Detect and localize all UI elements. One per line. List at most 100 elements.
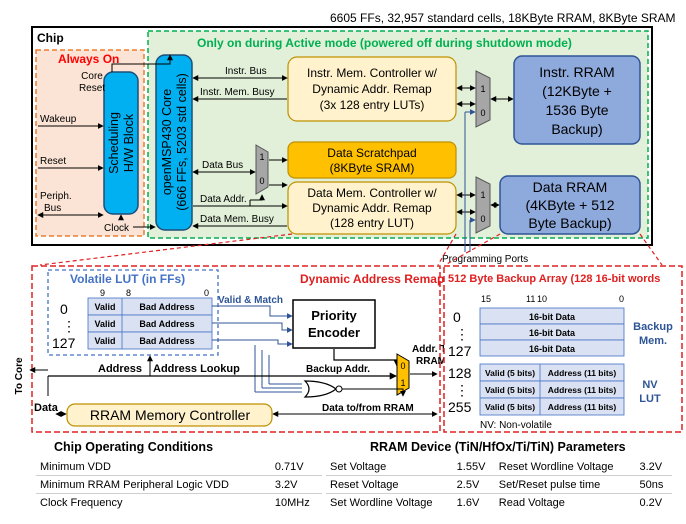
remap-title: Dynamic Address Remapping	[300, 272, 470, 286]
lut-valid-1: Valid	[94, 319, 115, 329]
param-name: Set Voltage	[326, 458, 453, 476]
lut-bad-address-2: Bad Address	[139, 336, 194, 346]
nv-address-1: Address (11 bits)	[548, 385, 617, 395]
nv-valid-0: Valid (5 bits)	[485, 368, 535, 378]
data-rram-line-3: Byte Backup)	[528, 215, 611, 231]
reset-label: Reset	[40, 156, 66, 167]
lut-bit-9: 9	[100, 288, 105, 298]
data-mux-input-1: 1	[259, 152, 264, 162]
backup-data-2: 16-bit Data	[529, 344, 576, 354]
param-name: Reset Wordline Voltage	[494, 458, 636, 476]
openmsp430-core	[155, 54, 193, 231]
param-value: 1.55V	[452, 458, 495, 476]
scheduling-block-label-1: Scheduling	[107, 112, 121, 174]
param-name: Set Wordline Voltage	[330, 496, 433, 509]
param-value: 0.71V	[270, 458, 322, 476]
param-name: Minimum RRAM Peripheral Logic VDD	[36, 475, 271, 494]
instr-mem-busy-label: Instr. Mem. Busy	[200, 87, 274, 98]
data-mux-input-1b: 1	[480, 190, 485, 200]
nv-valid-2: Valid (5 bits)	[485, 402, 535, 412]
lut-row-ellipsis: ⋮	[62, 318, 76, 334]
lut-valid-2: Valid	[94, 336, 115, 346]
nv-row-128: 128	[448, 365, 472, 381]
chip-conditions-title: Chip Operating Conditions	[54, 440, 214, 454]
remap-output-mux	[396, 353, 410, 396]
instr-ctrl-line-3: (3x 128 entry LUTs)	[320, 98, 425, 112]
table-row: Reset Voltage 2.5V Set/Reset pulse time …	[326, 475, 672, 494]
rram-params-title: RRAM Device (TiN/HfOx/Ti/TiN) Parameters	[370, 440, 626, 454]
backup-row-127: 127	[448, 343, 472, 359]
nv-valid-1: Valid (5 bits)	[485, 385, 535, 395]
chip-conditions-table: Minimum VDD 0.71V Minimum RRAM Periphera…	[36, 458, 322, 511]
remap-mux-input-0: 0	[400, 361, 405, 371]
data-mem-busy-label: Data Mem. Busy	[200, 214, 274, 225]
programming-ports-label: Programming Ports	[442, 254, 528, 265]
addr-to-rram-label-1: Addr. To	[412, 344, 452, 355]
data-rram-line-2: (4KByte + 512	[525, 197, 614, 213]
table-row: Minimum RRAM Peripheral Logic VDD 3.2V	[36, 475, 322, 494]
param-name: Set/Reset pulse time	[494, 475, 636, 494]
core-label-2: (666 FFs, 5203 std cells)	[175, 73, 189, 211]
priority-encoder-line-2: Encoder	[308, 325, 360, 340]
param-value: 3.2V	[270, 475, 322, 494]
chip-label: Chip	[37, 31, 64, 45]
wakeup-label: Wakeup	[40, 114, 77, 125]
volatile-lut	[47, 269, 219, 356]
backup-bit-15: 15	[481, 294, 491, 304]
nv-lut-label-1: NV	[642, 379, 658, 391]
scratchpad-line-1: Data Scratchpad	[327, 146, 416, 160]
lut-row-0: 0	[60, 301, 68, 317]
rram-ctrl-label: RRAM Memory Controller	[90, 407, 251, 423]
param-value: 2.5V	[452, 475, 495, 494]
nor-gate	[303, 380, 337, 398]
addr-to-rram-label-2: RRAM	[416, 356, 446, 367]
always-on-label: Always On	[58, 52, 119, 66]
backup-bit-10: 10	[537, 294, 547, 304]
lut-bit-0: 0	[204, 288, 209, 298]
param-value: 50ns	[635, 475, 672, 494]
param-name: Reset Voltage	[326, 475, 453, 494]
backup-bit-0: 0	[619, 294, 624, 304]
instr-mem-controller	[287, 56, 457, 122]
instr-ctrl-line-2: Dynamic Addr. Remap	[312, 82, 432, 96]
instr-rram	[513, 55, 641, 145]
instr-rram-line-3: 1536 Byte	[545, 102, 608, 118]
instr-bus-label: Instr. Bus	[225, 66, 267, 77]
table-row: Set Voltage 1.55V Reset Wordline Voltage…	[326, 458, 672, 476]
data-mux-input-0: 0	[259, 176, 264, 186]
instr-ctrl-line-1: Instr. Mem. Controller w/	[307, 66, 438, 80]
instr-rram-line-1: Instr. RRAM	[539, 64, 614, 80]
active-region-label: Only on during Active mode (powered off …	[197, 36, 572, 50]
core-label-1: openMSP430 Core	[160, 89, 174, 195]
table-row: Minimum VDD 0.71V	[36, 458, 322, 476]
lut-bad-address-0: Bad Address	[139, 302, 194, 312]
scratchpad-line-2: (8KByte SRAM)	[330, 161, 415, 175]
data-ctrl-line-3: (128 entry LUT)	[330, 216, 414, 230]
backup-mem-label-1: Backup	[633, 321, 673, 333]
scheduling-block	[103, 71, 139, 215]
data-mem-controller	[287, 181, 457, 235]
nv-address-0: Address (11 bits)	[548, 368, 617, 378]
instr-mux-input-1: 1	[480, 84, 485, 94]
data-rram-line-1: Data RRAM	[533, 179, 608, 195]
core-reset-label-2: Reset	[79, 83, 105, 94]
backup-addr-label: Backup Addr.	[306, 364, 370, 375]
priority-encoder	[292, 299, 376, 349]
data-scratchpad	[287, 141, 457, 179]
rram-memory-controller	[66, 403, 273, 427]
core-reset-label-1: Core	[81, 71, 103, 82]
backup-data-1: 16-bit Data	[529, 328, 576, 338]
instr-rram-line-2: (12KByte +	[542, 83, 612, 99]
data-rram	[499, 175, 641, 235]
periph-bus-label-1: Periph.	[40, 191, 72, 202]
table-row: Set Wordline Voltage 1.6V Read Voltage 0…	[326, 494, 672, 512]
priority-encoder-line-1: Priority	[311, 308, 357, 323]
param-value: 3.2V	[635, 458, 672, 476]
data-ctrl-line-2: Dynamic Addr. Remap	[312, 201, 432, 215]
scheduling-block-label-2: H/W Block	[122, 113, 136, 172]
param-name: Clock Frequency	[40, 496, 123, 509]
param-name: Minimum VDD	[36, 458, 271, 476]
volatile-lut-title: Volatile LUT (in FFs)	[70, 272, 185, 286]
lut-row-127: 127	[52, 335, 76, 351]
